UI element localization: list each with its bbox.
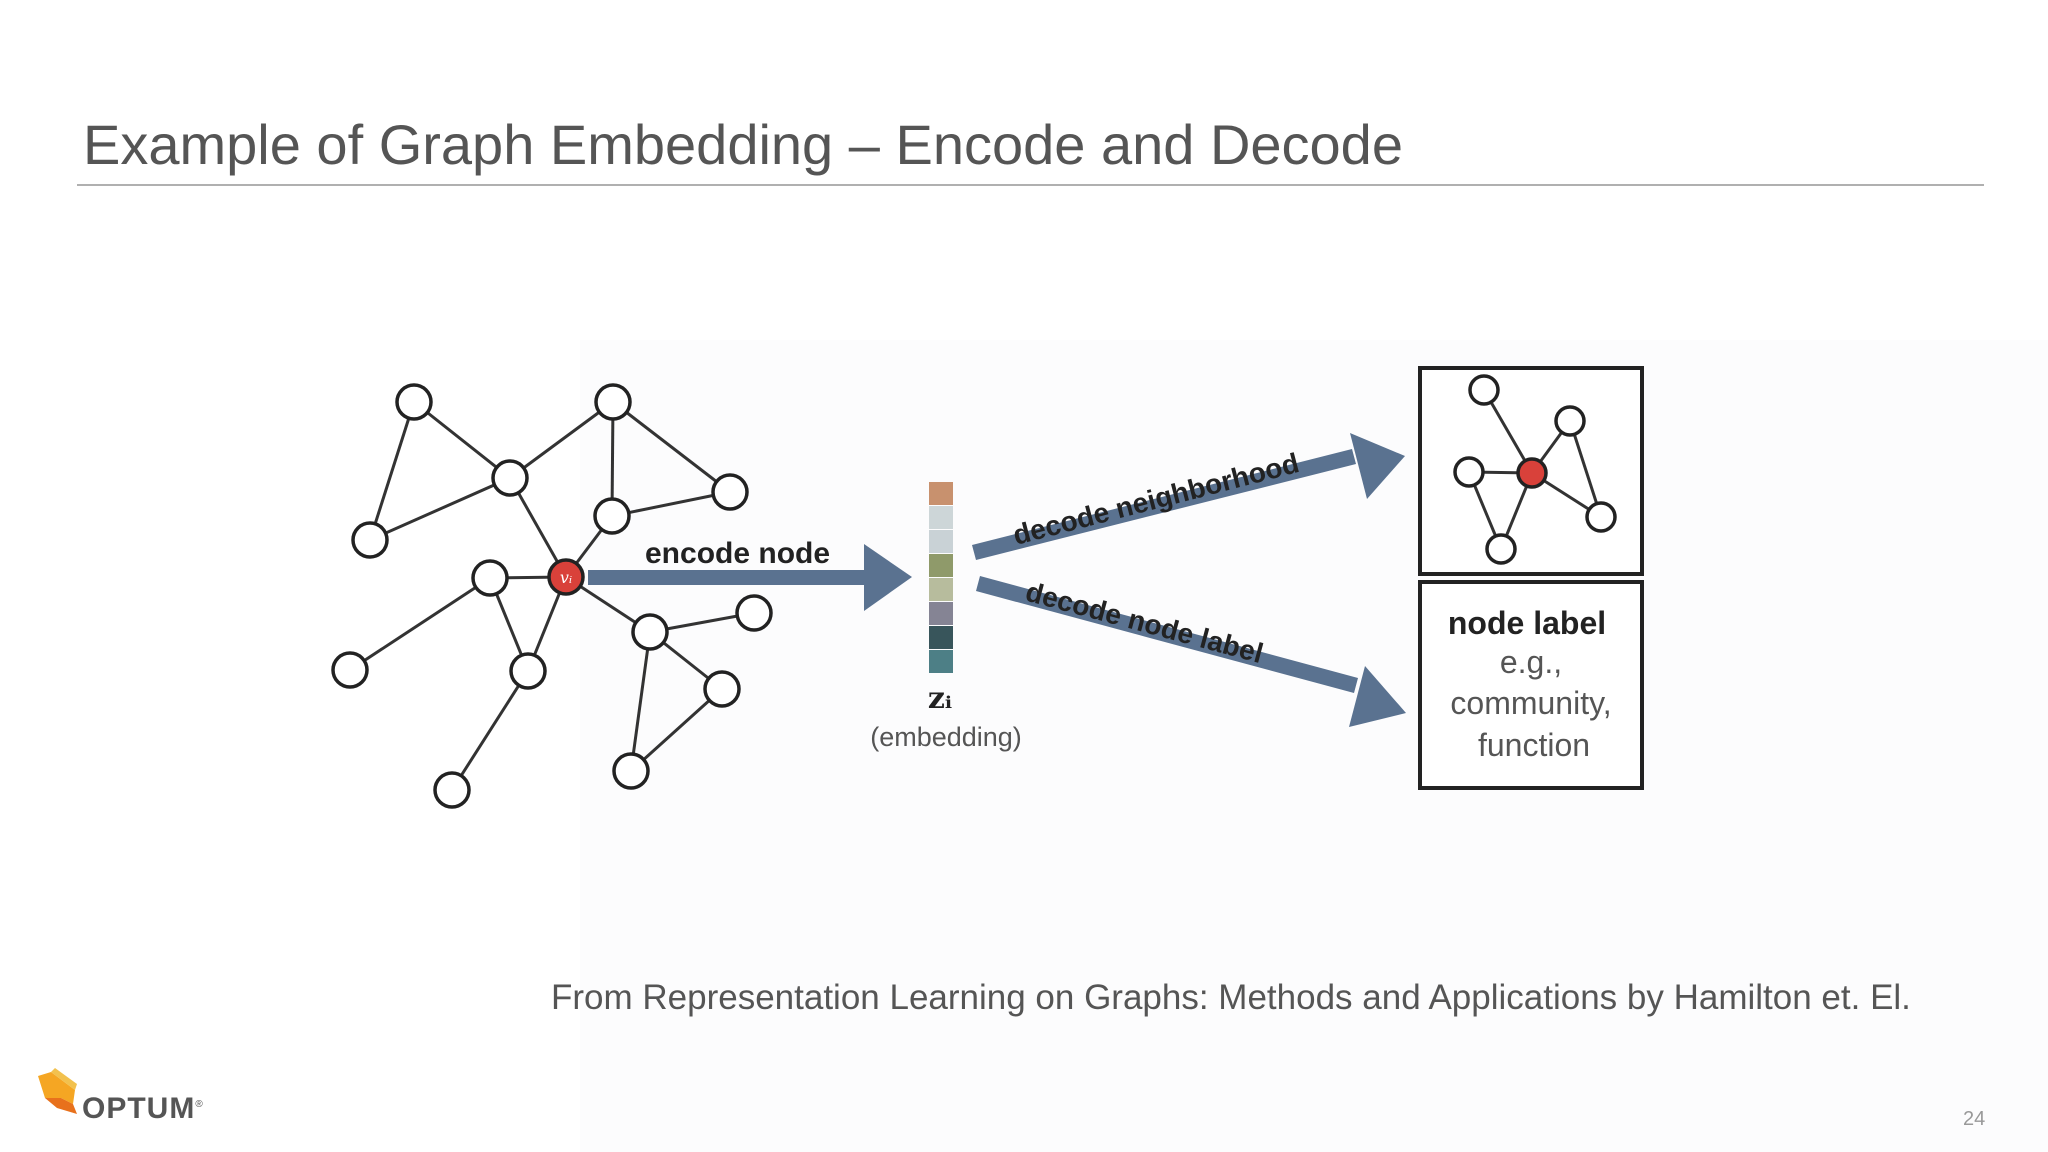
node-label-box <box>1418 580 1644 790</box>
embedding-vector <box>929 482 953 673</box>
embedding-cell <box>929 554 953 577</box>
citation: From Representation Learning on Graphs: … <box>551 978 1911 1017</box>
logo-wordmark: OPTUM <box>82 1092 196 1125</box>
node-label-function: function <box>1478 727 1590 763</box>
embedding-cell <box>929 506 953 529</box>
title-divider <box>77 184 1984 186</box>
embedding-cell <box>929 602 953 625</box>
decode-node-label-arrow <box>976 576 1406 727</box>
slide-title: Example of Graph Embedding – Encode and … <box>83 113 1403 176</box>
embedding-cell <box>929 530 953 553</box>
node-label-example: e.g., <box>1500 644 1562 680</box>
target-node <box>547 558 585 596</box>
graph-nodes <box>331 383 773 809</box>
node-label-title: node label <box>1448 605 1606 641</box>
diagram-background <box>580 340 2048 1152</box>
embedding-symbol: zᵢ <box>928 681 952 716</box>
page-number: 24 <box>1963 1108 1986 1130</box>
optum-logo-text: OPTUM® <box>82 1092 204 1126</box>
embedding-cell <box>929 626 953 649</box>
embedding-cell <box>929 482 953 505</box>
decode-neighborhood-arrow <box>972 433 1405 560</box>
embedding-cell <box>929 578 953 601</box>
encode-label: encode node <box>645 537 830 570</box>
embedding-caption: (embedding) <box>870 722 1022 752</box>
target-node-label: vᵢ <box>560 568 572 587</box>
optum-logo-icon <box>38 1068 77 1114</box>
encode-arrow <box>588 544 912 611</box>
neighborhood-target-node <box>1516 457 1548 489</box>
node-label-community: community, <box>1450 685 1611 721</box>
embedding-cell <box>929 650 953 673</box>
neighborhood-nodes <box>1453 374 1617 565</box>
logo-registered-mark: ® <box>195 1099 204 1110</box>
